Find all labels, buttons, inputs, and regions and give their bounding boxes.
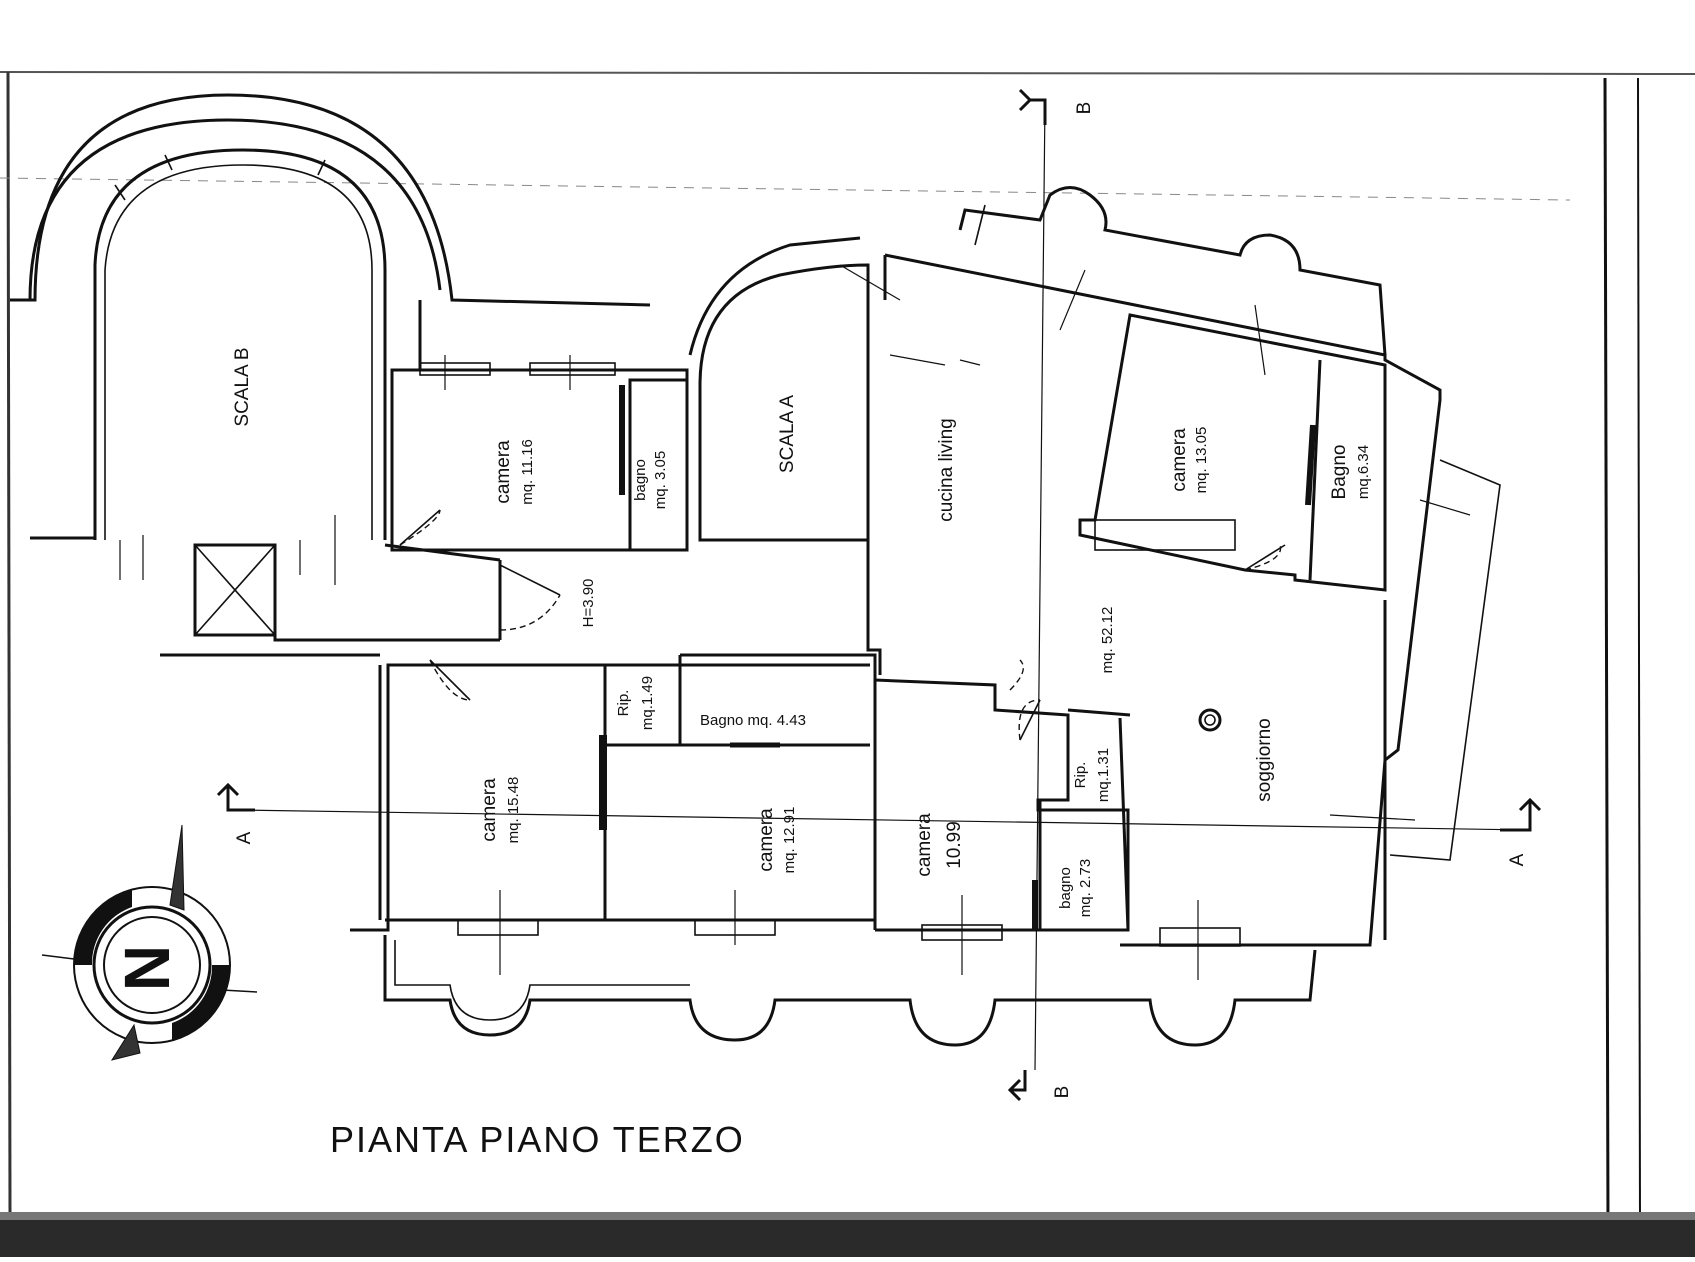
corridor <box>119 515 561 657</box>
room-area-rip-131: mq.1.31 <box>1095 748 1112 802</box>
living-area <box>866 186 1442 947</box>
south-balcony <box>383 935 1317 1047</box>
room-name-soggiorno: soggiorno <box>1254 718 1275 801</box>
lower-wing <box>350 653 1131 975</box>
room-label-bagno-443: Bagno mq. 4.43 <box>700 712 806 729</box>
room-name-camera-1548: camera <box>479 778 500 842</box>
section-mark-b-top: B <box>1074 102 1095 115</box>
scala-b-arch <box>10 93 651 540</box>
room-area-camera-1099: 10.99 <box>944 821 965 869</box>
room-name-camera-1305: camera <box>1169 428 1190 492</box>
compass-rose <box>41 824 258 1061</box>
compass-north-letter: N <box>111 945 183 991</box>
room-name-bagno-305: bagno <box>632 459 649 501</box>
room-area-bagno-634: mq.6.34 <box>1355 445 1372 499</box>
plan-title: PIANTA PIANO TERZO <box>330 1119 745 1160</box>
room-soggiorno <box>1159 600 1416 980</box>
room-name-cucina-living: cucina living <box>936 418 957 522</box>
room-area-camera-1291: mq. 12.91 <box>781 807 798 874</box>
room-name-rip-131: Rip. <box>1072 762 1089 789</box>
room-area-rip-149: mq.1.49 <box>639 676 656 730</box>
room-name-camera-1291: camera <box>756 808 777 872</box>
height-note: H=3.90 <box>580 579 597 628</box>
section-lines <box>216 88 1542 1102</box>
room-camera-1305 <box>1078 304 1501 861</box>
room-name-rip-149: Rip. <box>615 690 632 717</box>
section-mark-a-left: A <box>234 831 255 844</box>
room-name-scala-b: SCALA B <box>232 347 253 426</box>
section-mark-b-bottom: B <box>1052 1086 1073 1099</box>
section-mark-a-right: A <box>1507 853 1528 866</box>
room-name-camera-1116: camera <box>493 440 514 504</box>
room-name-scala-a: SCALA A <box>777 395 798 473</box>
room-area-bagno-305: mq. 3.05 <box>652 451 669 509</box>
room-area-soggiorno: mq. 52.12 <box>1099 607 1116 674</box>
scala-a <box>688 236 901 542</box>
room-area-camera-1305: mq. 13.05 <box>1193 427 1210 494</box>
room-camera-1116 <box>390 300 689 552</box>
room-area-camera-1116: mq. 11.16 <box>519 439 536 505</box>
room-name-bagno-273: bagno <box>1057 867 1074 909</box>
room-name-bagno-634: Bagno <box>1329 445 1350 500</box>
room-area-camera-1548: mq. 15.48 <box>505 777 522 844</box>
room-area-bagno-273: mq. 2.73 <box>1077 859 1094 917</box>
lift-shaft <box>193 543 277 637</box>
room-name-camera-1099: camera <box>914 813 935 877</box>
